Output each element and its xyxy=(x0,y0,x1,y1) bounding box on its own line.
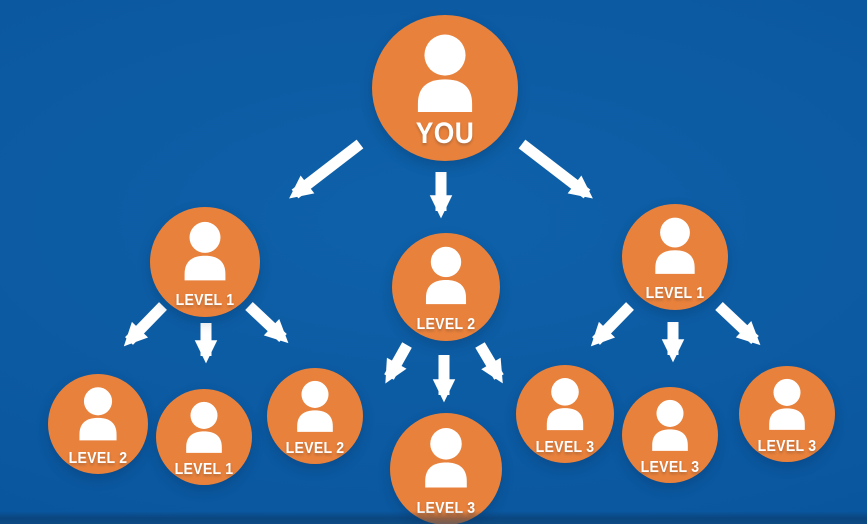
person-icon xyxy=(186,401,222,453)
person-icon xyxy=(652,399,688,451)
node-label: LEVEL 3 xyxy=(757,437,817,455)
org-node-bottom-6: LEVEL 3 xyxy=(622,387,718,483)
org-node-bottom-1: LEVEL 2 xyxy=(48,374,148,474)
arrow-level1-left-to-bottom-1 xyxy=(123,302,167,347)
person-icon xyxy=(655,217,695,275)
org-node-bottom-3: LEVEL 2 xyxy=(267,368,363,464)
person-icon xyxy=(769,378,805,430)
node-label: LEVEL 1 xyxy=(175,291,235,309)
arrow-level1-right-to-bottom-7 xyxy=(715,302,761,346)
org-node-level2-center: LEVEL 2 xyxy=(392,233,500,341)
person-icon xyxy=(297,380,333,432)
arrow-level2-center-to-bottom-5 xyxy=(475,342,504,384)
person-icon xyxy=(546,377,584,430)
node-label: LEVEL 1 xyxy=(174,460,234,478)
node-label: YOU xyxy=(415,116,475,150)
org-node-bottom-7: LEVEL 3 xyxy=(739,366,835,462)
org-node-bottom-5: LEVEL 3 xyxy=(516,365,614,463)
node-label: LEVEL 1 xyxy=(645,285,705,303)
node-label: LEVEL 2 xyxy=(68,449,128,467)
node-label: LEVEL 2 xyxy=(416,315,476,333)
arrow-level1-right-to-bottom-5 xyxy=(590,302,634,347)
org-node-level1-left: LEVEL 1 xyxy=(150,207,260,317)
org-node-you: YOU xyxy=(372,15,518,161)
org-node-bottom-4: LEVEL 3 xyxy=(390,413,502,524)
person-icon xyxy=(425,427,467,488)
node-label: LEVEL 2 xyxy=(285,439,345,457)
person-icon xyxy=(425,247,467,305)
person-icon xyxy=(184,221,226,280)
arrow-you-to-level1-left xyxy=(289,139,364,199)
node-label: LEVEL 3 xyxy=(535,438,595,456)
person-icon xyxy=(79,387,117,441)
node-label: LEVEL 3 xyxy=(640,458,700,476)
org-node-level1-right: LEVEL 1 xyxy=(622,204,728,310)
arrow-level1-left-to-bottom-3 xyxy=(245,301,289,344)
node-label: LEVEL 3 xyxy=(416,499,476,517)
org-node-bottom-2: LEVEL 1 xyxy=(156,389,252,485)
arrow-level2-center-to-bottom-3 xyxy=(384,342,412,384)
arrow-you-to-level1-right xyxy=(518,139,593,199)
person-icon xyxy=(417,34,473,112)
